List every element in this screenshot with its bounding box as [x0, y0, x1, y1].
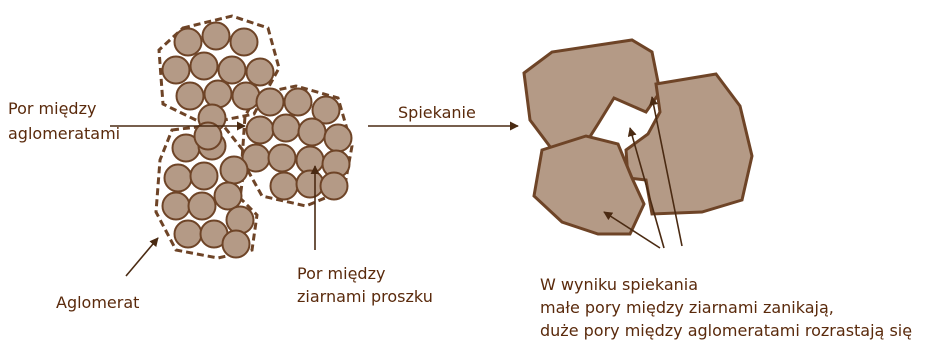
- powder-grain: [221, 157, 248, 184]
- powder-grain: [247, 117, 274, 144]
- arrow-agglomerate: [126, 238, 158, 276]
- label-sintering: Spiekanie: [398, 103, 476, 122]
- sintered-particles: [524, 40, 752, 234]
- powder-grain: [175, 29, 202, 56]
- powder-grain: [163, 193, 190, 220]
- powder-grain: [297, 171, 324, 198]
- label-sintering-result: W wyniku spiekania małe pory między ziar…: [540, 275, 912, 340]
- powder-grain: [205, 81, 232, 108]
- powder-grain: [321, 173, 348, 200]
- agglomerates-group: [156, 16, 352, 258]
- powder-grain: [257, 89, 284, 116]
- powder-grain: [165, 165, 192, 192]
- label-agglomerate: Aglomerat: [56, 293, 139, 312]
- powder-grain: [227, 207, 254, 234]
- powder-grain: [231, 29, 258, 56]
- powder-grain: [297, 147, 324, 174]
- powder-grain: [223, 231, 250, 258]
- powder-grain: [271, 173, 298, 200]
- powder-grain: [177, 83, 204, 110]
- powder-grain: [285, 89, 312, 116]
- powder-grain: [325, 125, 352, 152]
- powder-grain: [163, 57, 190, 84]
- powder-grain: [269, 145, 296, 172]
- sintered-particle-top: [524, 40, 660, 152]
- powder-grain: [273, 115, 300, 142]
- powder-grain: [233, 83, 260, 110]
- powder-grain: [219, 57, 246, 84]
- powder-grain: [247, 59, 274, 86]
- powder-grain: [175, 221, 202, 248]
- label-pore-between-agglomerates: Por między aglomeratami: [8, 99, 120, 143]
- label-pore-between-grains: Por między ziarnami proszku: [297, 264, 433, 306]
- powder-grain: [215, 183, 242, 210]
- powder-grain: [203, 23, 230, 50]
- powder-grain: [191, 163, 218, 190]
- powder-grain: [189, 193, 216, 220]
- powder-grains: [163, 23, 352, 258]
- powder-grain: [299, 119, 326, 146]
- powder-grain: [191, 53, 218, 80]
